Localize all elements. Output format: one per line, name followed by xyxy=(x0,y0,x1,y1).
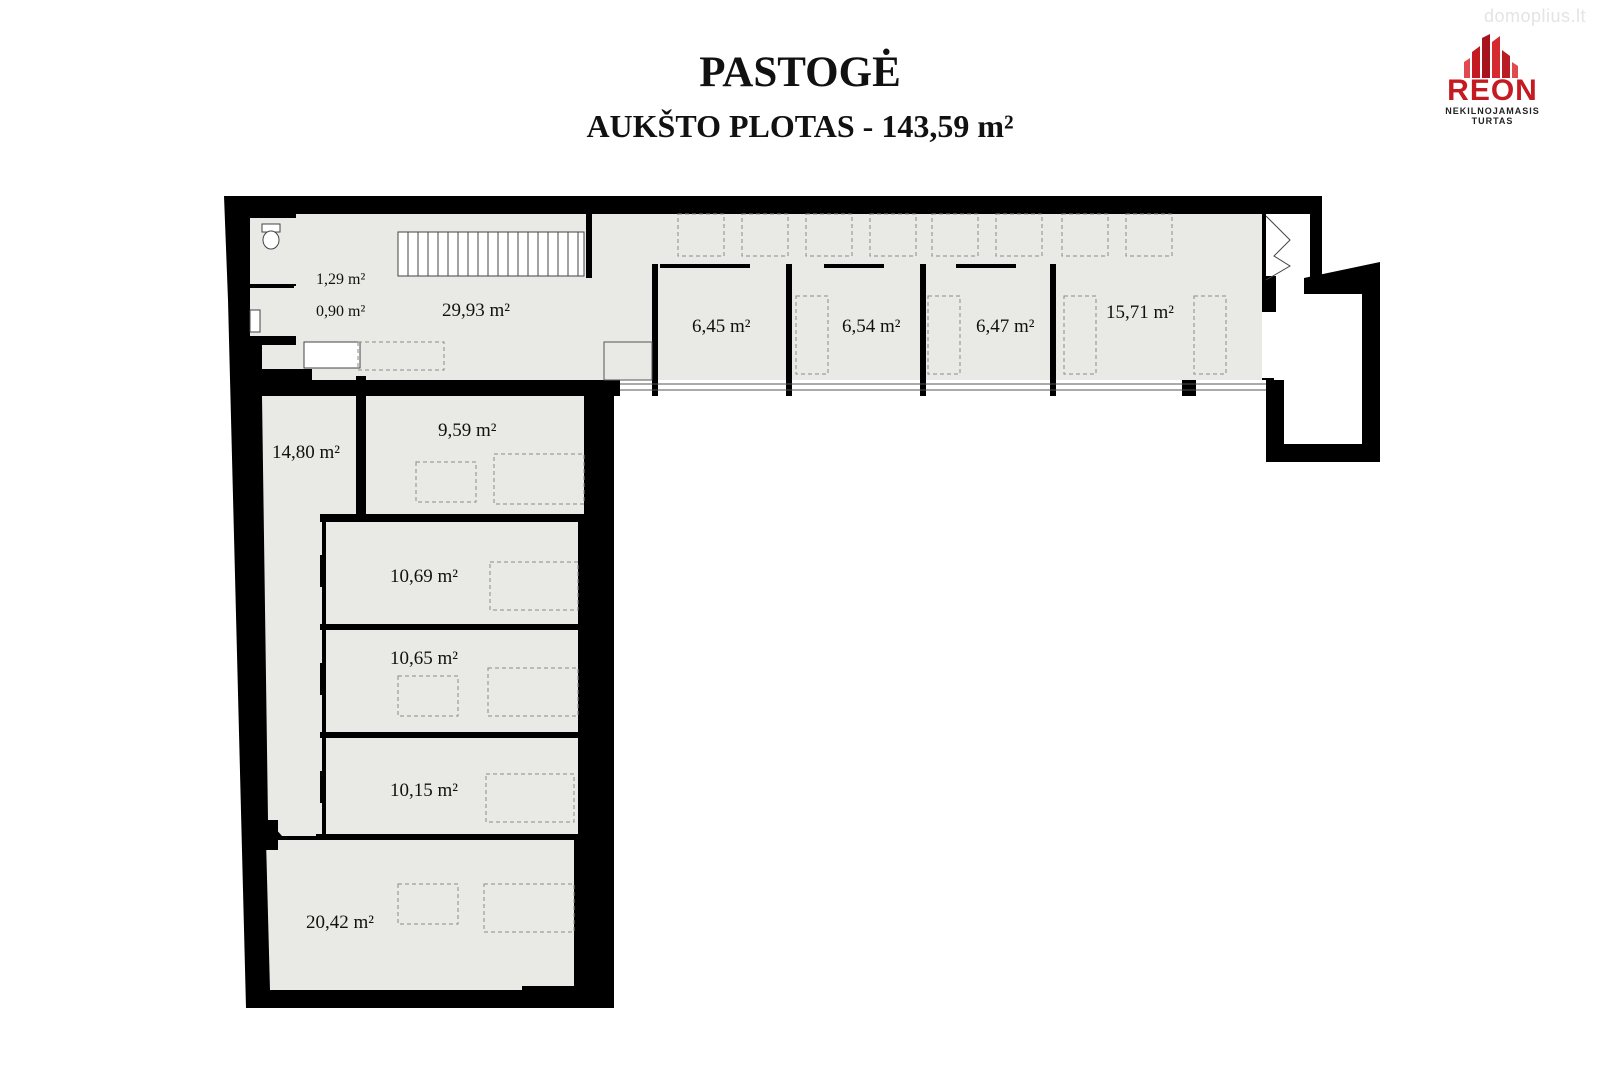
room-label-wc: 1,29 m² xyxy=(316,271,365,288)
room-label-storage-3: 6,47 m² xyxy=(976,316,1035,337)
shower-icon xyxy=(249,309,261,333)
door-icon xyxy=(1265,215,1291,281)
window-strip xyxy=(603,341,1266,391)
stairs xyxy=(303,231,585,369)
toilet-icon xyxy=(261,223,281,250)
dashed-outlines xyxy=(357,213,1227,933)
room-label-room-c: 10,65 m² xyxy=(390,648,458,669)
room-label-room-d: 10,15 m² xyxy=(390,780,458,801)
logo-brand: REON xyxy=(1447,74,1538,107)
room-label-room-east: 15,71 m² xyxy=(1106,302,1174,323)
room-label-room-a: 9,59 m² xyxy=(438,420,497,441)
room-label-room-b: 10,69 m² xyxy=(390,566,458,587)
watermark: domoplius.lt xyxy=(1483,6,1586,26)
floor-area-subtitle: AUKŠTO PLOTAS - 143,59 m² xyxy=(586,108,1014,144)
room-label-storage-2: 6,54 m² xyxy=(842,316,901,337)
room-label-room-e: 20,42 m² xyxy=(306,912,374,933)
reon-logo: REON NEKILNOJAMASIS TURTAS xyxy=(1420,34,1565,126)
room-label-storage-1: 6,45 m² xyxy=(692,316,751,337)
room-label-corridor: 14,80 m² xyxy=(272,442,340,463)
buildings-logo-icon xyxy=(1464,34,1518,78)
logo-tagline-2: TURTAS xyxy=(1471,116,1514,126)
room-label-hall-top: 29,93 m² xyxy=(442,300,510,321)
room-label-shower: 0,90 m² xyxy=(316,303,365,320)
inner-walls xyxy=(248,212,1196,850)
logo-tagline-1: NEKILNOJAMASIS xyxy=(1445,106,1540,116)
room-labels: 1,29 m² 0,90 m² 29,93 m² 6,45 m² 6,54 m²… xyxy=(272,271,1174,933)
floor-areas xyxy=(250,214,1262,990)
plan-title: PASTOGĖ xyxy=(699,49,901,96)
